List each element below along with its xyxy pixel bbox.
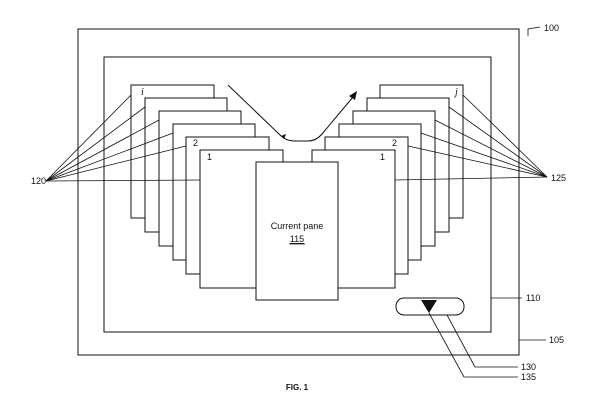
current-pane-ref-label: 115 bbox=[290, 234, 304, 244]
right-panes-ref-label: 125 bbox=[551, 173, 566, 183]
leader-135 bbox=[428, 312, 465, 378]
inner-frame-ref-label: 110 bbox=[526, 293, 540, 303]
device-ref-label: 100 bbox=[544, 23, 559, 33]
right-leader-lines bbox=[394, 94, 548, 181]
left-pane-label-2: 2 bbox=[193, 138, 198, 148]
right-pane-label-2: 2 bbox=[392, 138, 397, 148]
left-panes-ref-label: 120 bbox=[31, 176, 46, 186]
left-pane-label-i: i bbox=[141, 87, 144, 98]
left-pane-label-1: 1 bbox=[207, 152, 212, 162]
left-pane-stack bbox=[130, 84, 284, 289]
right-pane-label-j: j bbox=[453, 87, 458, 98]
left-leader-lines bbox=[45, 94, 201, 182]
inner-frame bbox=[103, 56, 492, 333]
outer-frame-ref-label: 105 bbox=[549, 335, 564, 345]
current-pane-label: Current pane bbox=[271, 221, 324, 231]
leader-130 bbox=[446, 314, 476, 368]
control-ref-label: 130 bbox=[521, 362, 536, 372]
right-pane-label-1: 1 bbox=[380, 152, 385, 162]
swipe-arrow-head-right bbox=[349, 91, 357, 100]
indicator-ref-label: 135 bbox=[521, 372, 536, 382]
swipe-arrow-head-left bbox=[278, 132, 286, 139]
current-pane bbox=[255, 161, 339, 301]
outer-frame bbox=[77, 28, 520, 356]
figure-caption: FIG. 1 bbox=[286, 383, 309, 392]
indicator-triangle-icon bbox=[421, 300, 437, 313]
device-ref-tick bbox=[527, 26, 541, 36]
